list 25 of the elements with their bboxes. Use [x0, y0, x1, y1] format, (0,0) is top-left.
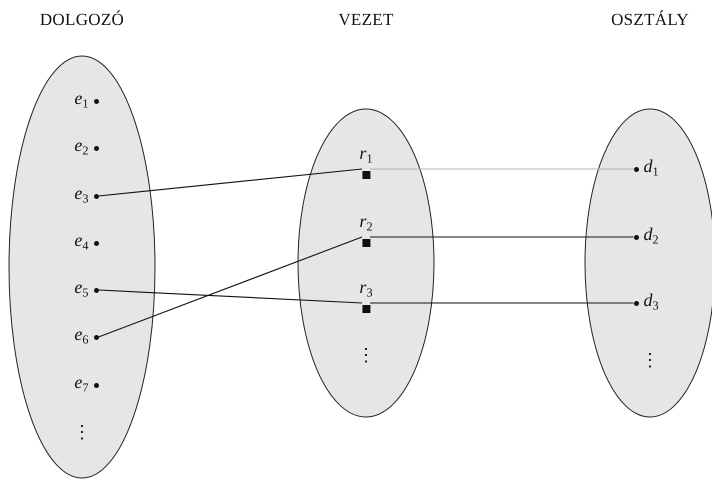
- element-symbol: d$_{3}$: [644, 291, 659, 315]
- connector-line: [370, 236, 634, 238]
- vertical-ellipsis: ⋮: [357, 344, 375, 366]
- element-symbol: r$_{3}$: [359, 278, 373, 302]
- connector-line: [98, 168, 362, 197]
- element-symbol: e$_{2}$: [74, 136, 88, 160]
- element-symbol: e$_{7}$: [74, 373, 88, 397]
- vertical-ellipsis: ⋮: [641, 349, 659, 371]
- set-heading: OSZTÁLY: [611, 9, 689, 31]
- vertical-ellipsis: ⋮: [73, 421, 91, 443]
- connector-line: [370, 302, 634, 304]
- element-symbol: r$_{1}$: [359, 144, 373, 168]
- connector-line: [98, 289, 362, 304]
- connector-line: [370, 168, 634, 170]
- element-symbol: e$_{5}$: [74, 278, 88, 302]
- element-symbol: r$_{2}$: [359, 212, 373, 236]
- element-symbol: d$_{2}$: [644, 225, 659, 249]
- set-heading: DOLGOZÓ: [40, 9, 124, 31]
- element-symbol: e$_{6}$: [74, 325, 88, 349]
- element-symbol: d$_{1}$: [644, 157, 659, 181]
- connector-line: [98, 236, 362, 338]
- element-symbol: e$_{4}$: [74, 231, 88, 255]
- element-symbol: e$_{1}$: [74, 89, 88, 113]
- element-symbol: e$_{3}$: [74, 184, 88, 208]
- set-heading: VEZET: [338, 9, 394, 31]
